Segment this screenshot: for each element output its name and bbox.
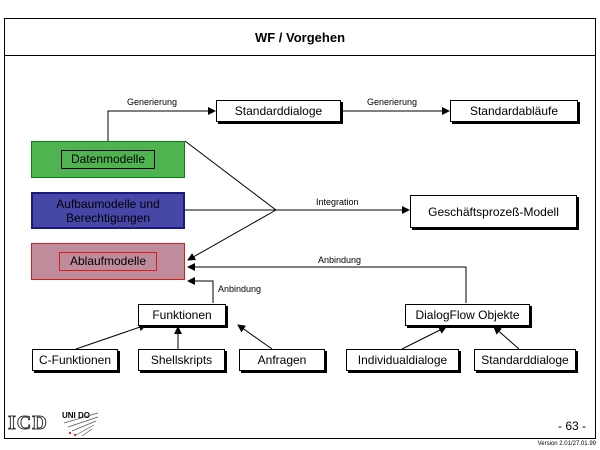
edge-standarddialoge-bottom <box>493 326 520 350</box>
node-funktionen: Funktionen <box>138 304 226 326</box>
node-standardablaeufe: Standardabläufe <box>450 100 578 122</box>
label-generierung-1: Generierung <box>127 97 178 107</box>
node-shellskripts: Shellskripts <box>138 349 225 371</box>
page-number: - 63 - <box>557 419 586 433</box>
node-standarddialoge-bottom: Standarddialoge <box>474 349 576 371</box>
node-datenmodelle-label: Datenmodelle <box>61 150 155 169</box>
edge-anbindung-right <box>187 263 467 303</box>
node-datenmodelle: Datenmodelle <box>31 141 185 178</box>
version-label: Version 2.01/27.01.99 <box>537 441 596 447</box>
node-dialogflow-objekte: DialogFlow Objekte <box>405 304 530 326</box>
node-individualdialoge: Individualdialoge <box>346 349 459 371</box>
edge-anbindung-left <box>187 277 214 303</box>
edge-integration-from-datenmodelle <box>184 140 277 211</box>
node-c-funktionen: C-Funktionen <box>32 349 118 371</box>
edge-integration-to-ablaufmodelle <box>187 209 277 261</box>
unido-logo-text: UNI DO <box>62 411 90 420</box>
node-ablaufmodelle: Ablaufmodelle <box>31 243 185 280</box>
label-integration: Integration <box>316 197 359 207</box>
title-bar: WF / Vorgehen <box>4 18 596 56</box>
edge-generierung-1 <box>107 107 216 141</box>
icd-logo: ICD <box>8 412 48 435</box>
label-anbindung-left: Anbindung <box>218 284 262 294</box>
label-generierung-2: Generierung <box>367 97 418 107</box>
edge-individualdialoge <box>401 326 447 350</box>
unido-logo-graphic <box>63 412 99 437</box>
label-anbindung-right: Anbindung <box>318 255 362 265</box>
node-standarddialoge-top: Standarddialoge <box>216 100 341 122</box>
edge-anfragen <box>237 324 273 350</box>
node-aufbaumodelle-line1: Aufbaumodelle und <box>56 197 160 211</box>
unido-logo: UNI DO <box>62 411 100 437</box>
page-title: WF / Vorgehen <box>254 30 346 45</box>
node-aufbaumodelle: Aufbaumodelle und Berechtigungen <box>31 192 185 229</box>
node-anfragen: Anfragen <box>239 349 325 371</box>
node-ablaufmodelle-label: Ablaufmodelle <box>59 252 157 271</box>
node-aufbaumodelle-line2: Berechtigungen <box>65 211 151 225</box>
edge-c-funktionen <box>75 323 147 350</box>
node-geschaeftsprozess-modell: Geschäftsprozeß-Modell <box>410 195 577 228</box>
